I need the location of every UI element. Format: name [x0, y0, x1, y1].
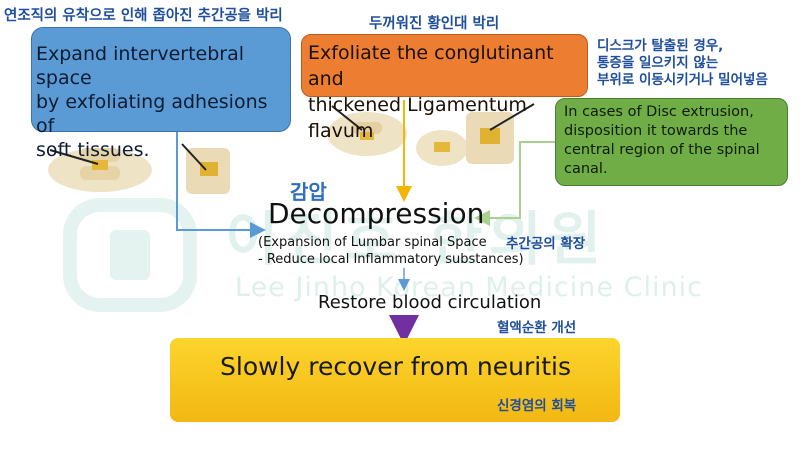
- watermark-korean: 이진호 한의원: [225, 205, 608, 273]
- box-line: Expand intervertebral space: [36, 43, 245, 89]
- korean-label-circulation: 혈액순환 개선: [497, 320, 577, 336]
- korean-label-disc: 디스크가 탈출된 경우, 통증을 일으키지 않는 부위로 이동시키거나 밀어넣음: [597, 38, 768, 89]
- recover-label: Slowly recover from neuritis: [220, 352, 571, 381]
- box-exfoliate-ligament: Exfoliate the conglutinant and thickened…: [301, 34, 588, 142]
- korean-label-ligament: 두꺼워진 황인대 박리: [369, 16, 500, 32]
- box-line: by exfoliating adhesions of: [36, 91, 268, 137]
- box-line: In cases of Disc extrusion,: [564, 104, 754, 120]
- box-line: central region of the spinal: [564, 142, 760, 158]
- circulation-label: Restore blood circulation: [318, 292, 542, 313]
- box-line: soft tissues.: [36, 139, 150, 161]
- box-line: canal.: [564, 161, 608, 177]
- decompression-subtitle: (Expansion of Lumbar spinal Space - Redu…: [258, 234, 524, 268]
- spine-illustration-center-1: [327, 105, 407, 156]
- box-line: disposition it towards the: [564, 123, 748, 139]
- korean-label-disc-line: 디스크가 탈출된 경우,: [597, 38, 724, 54]
- box-disc-extrusion: In cases of Disc extrusion, disposition …: [555, 98, 788, 186]
- korean-label-disc-line: 부위로 이동시키거나 밀어넣음: [597, 72, 768, 88]
- decompression-title: Decompression: [268, 197, 485, 230]
- box-line: Exfoliate the conglutinant and: [308, 42, 554, 90]
- box-expand-intervertebral: Expand intervertebral space by exfoliati…: [31, 27, 291, 161]
- box-recover-neuritis: [170, 338, 620, 422]
- watermark-english: Lee Jinho Korean Medicine Clinic: [235, 272, 703, 303]
- arrow-blue-box: [176, 132, 266, 238]
- spine-illustration-left-2: [181, 143, 230, 194]
- box-line: thickened Ligamentum flavum: [308, 94, 527, 142]
- spine-illustration-left: [48, 148, 152, 192]
- decompression-subtitle-line: - Reduce local Inflammatory substances): [258, 252, 524, 267]
- spine-illustration-right: [466, 103, 535, 164]
- arrow-green-box: [474, 141, 555, 226]
- spine-illustration-center-2: [416, 130, 468, 166]
- korean-label-decompression: 감압: [290, 180, 327, 204]
- korean-label-adhesion: 연조직의 유착으로 인해 좁아진 추간공을 박리: [4, 8, 283, 24]
- korean-label-expansion: 추간공의 확장: [506, 236, 586, 252]
- korean-label-disc-line: 통증을 일으키지 않는: [597, 55, 719, 71]
- korean-label-neuritis: 신경염의 회복: [497, 398, 577, 414]
- watermark-logo: [63, 198, 197, 312]
- decompression-subtitle-line: (Expansion of Lumbar spinal Space: [258, 235, 487, 250]
